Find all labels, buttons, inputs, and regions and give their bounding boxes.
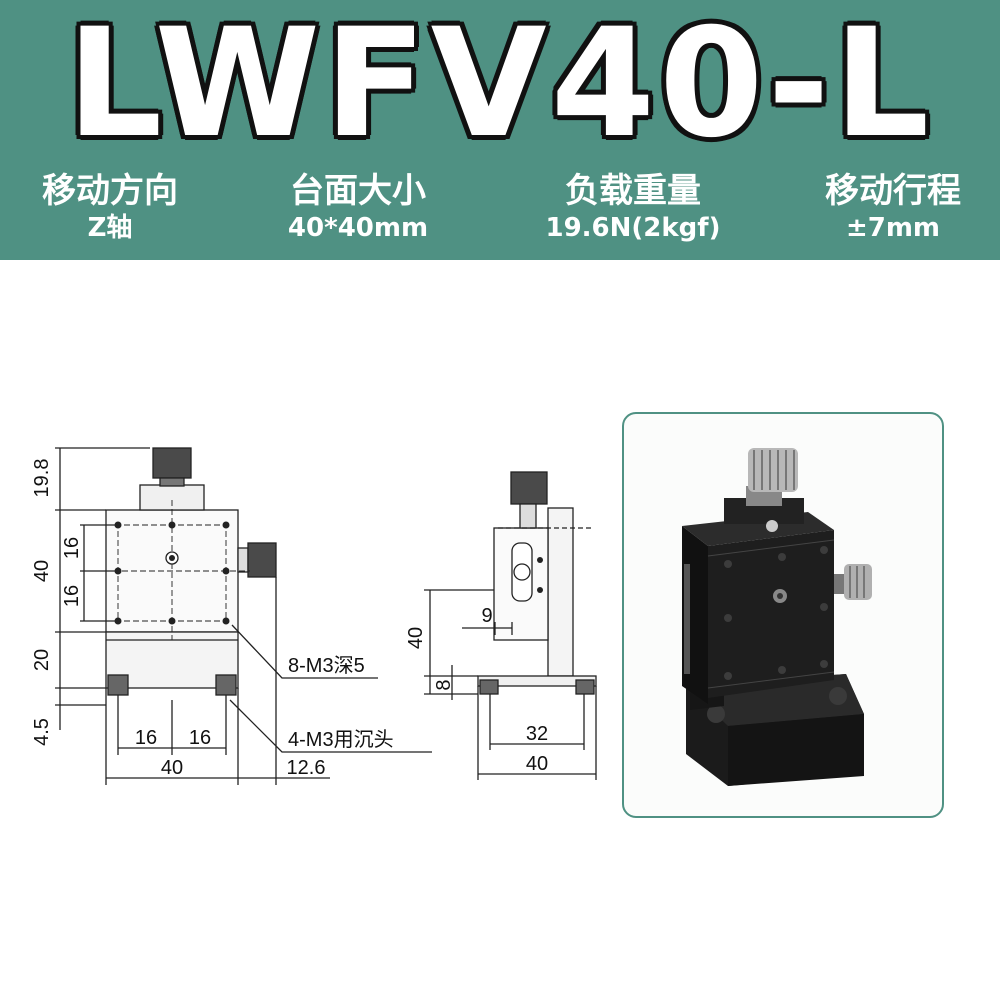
spec-load: 负载重量 19.6N(2kgf) — [508, 170, 758, 244]
side-view — [424, 471, 597, 780]
spec-header: LWFV40-L 移动方向 Z轴 台面大小 40*40mm 负载重量 19.6N… — [0, 0, 1000, 260]
front-top-knob — [152, 447, 192, 479]
callout-4-m3: 4-M3用沉头 — [288, 728, 394, 751]
dim-40-vertical: 40 — [31, 560, 53, 582]
dim-side-40-bottom: 40 — [526, 753, 548, 775]
side-bracket — [547, 507, 574, 677]
dim-16-lower: 16 — [61, 585, 83, 607]
dim-side-32: 32 — [526, 723, 548, 745]
front-view — [55, 447, 432, 785]
dim-bottom-16-right: 16 — [189, 727, 211, 749]
spec-travel: 移动行程 ±7mm — [768, 170, 1000, 244]
spec-travel-value: ±7mm — [845, 213, 941, 243]
spec-table-size-value: 40*40mm — [287, 213, 429, 243]
product-photo — [682, 448, 872, 786]
dim-20: 20 — [31, 649, 53, 671]
dim-19-8: 19.8 — [31, 459, 53, 498]
product-photo-frame — [622, 412, 944, 818]
side-top-knob — [510, 471, 548, 505]
dim-side-8: 8 — [433, 679, 455, 690]
product-title: LWFV40-L — [66, 0, 934, 171]
dim-side-40: 40 — [405, 627, 427, 649]
spec-travel-label: 移动行程 — [825, 171, 961, 211]
front-side-knob — [247, 542, 277, 578]
spec-load-value: 19.6N(2kgf) — [545, 213, 721, 243]
spec-table-size-label: 台面大小 — [290, 171, 426, 211]
dim-bottom-40: 40 — [161, 757, 183, 779]
spec-direction-label: 移动方向 — [42, 171, 178, 211]
dim-4-5: 4.5 — [31, 718, 53, 746]
technical-drawing: 19.8 40 16 16 20 4.5 16 16 40 12.6 8-M3深… — [31, 447, 597, 785]
dim-bottom-16-left: 16 — [135, 727, 157, 749]
front-knob-bracket — [139, 484, 205, 511]
spec-direction-value: Z轴 — [87, 213, 133, 243]
dim-16-upper: 16 — [61, 537, 83, 559]
side-base — [477, 675, 597, 687]
dim-12-6: 12.6 — [287, 757, 326, 779]
spec-table-size: 台面大小 40*40mm — [233, 170, 483, 244]
spec-direction: 移动方向 Z轴 — [0, 170, 235, 244]
callout-8-m3: 8-M3深5 — [288, 654, 365, 677]
spec-load-label: 负载重量 — [565, 171, 701, 211]
dim-9: 9 — [481, 605, 492, 627]
